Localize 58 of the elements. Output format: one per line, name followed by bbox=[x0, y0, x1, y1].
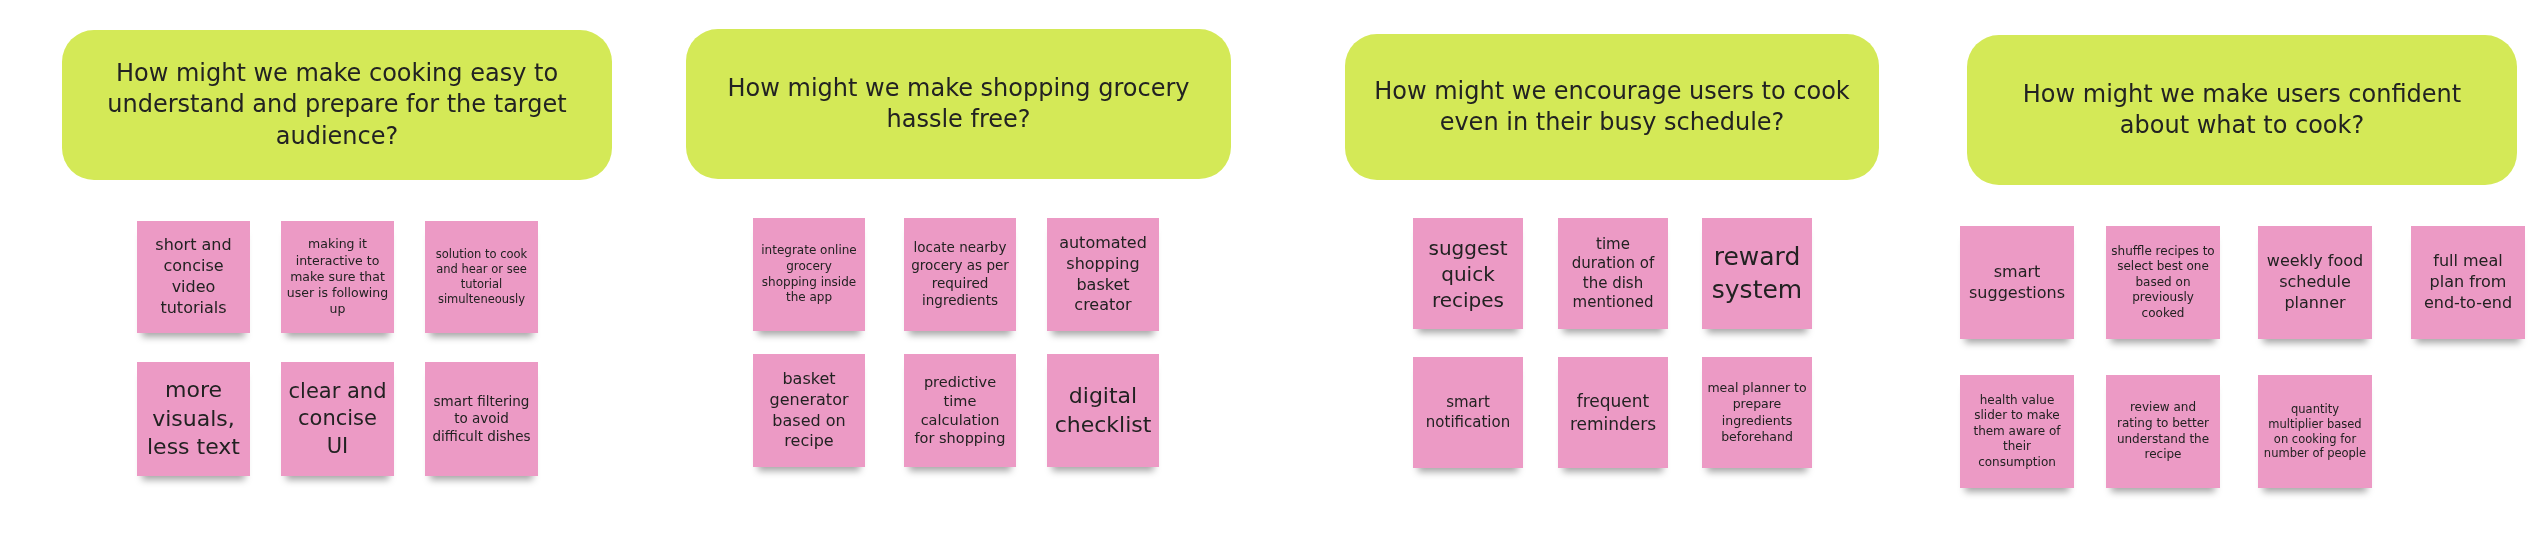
note-text: meal planner to prepare ingredients beforehand bbox=[1707, 380, 1807, 445]
note-text: full meal plan from end-to-end bbox=[2422, 251, 2514, 314]
note-text: reward system bbox=[1710, 241, 1804, 306]
note-text: clear and concise UI bbox=[287, 378, 388, 460]
question-banner bbox=[62, 30, 612, 180]
sticky-note bbox=[2106, 226, 2220, 339]
note-text: digital checklist bbox=[1053, 381, 1153, 439]
note-text: quantity multiplier based on cooking for number of people bbox=[2263, 401, 2367, 462]
sticky-note bbox=[1413, 218, 1523, 329]
note-text: frequent reminders bbox=[1568, 390, 1658, 435]
sticky-note bbox=[1702, 218, 1812, 329]
note-text: suggest quick recipes bbox=[1427, 234, 1509, 313]
sticky-note bbox=[2258, 375, 2372, 488]
sticky-note bbox=[2411, 226, 2525, 339]
sticky-note bbox=[1558, 357, 1668, 468]
sticky-note bbox=[1960, 375, 2074, 488]
note-text: predictive time calculation for shopping bbox=[913, 372, 1007, 449]
question-banner bbox=[1345, 34, 1879, 180]
question-banner bbox=[686, 29, 1231, 179]
sticky-note bbox=[1047, 218, 1159, 331]
question-text: How might we make shopping grocery hassle free? bbox=[726, 72, 1191, 135]
sticky-note bbox=[904, 218, 1016, 331]
question-text: How might we make cooking easy to understand and prepare for the target audience? bbox=[106, 58, 568, 152]
sticky-note bbox=[1047, 354, 1159, 467]
sticky-note bbox=[281, 221, 394, 333]
note-text: smart filtering to avoid difficult dishes bbox=[431, 392, 532, 446]
sticky-note bbox=[1960, 226, 2074, 339]
note-text: short and concise video tutorials bbox=[154, 235, 233, 319]
note-text: health value slider to make them aware of their consumption bbox=[1972, 392, 2062, 471]
note-text: time duration of the dish mentioned bbox=[1570, 234, 1656, 313]
question-banner bbox=[1967, 35, 2517, 185]
sticky-note bbox=[2106, 375, 2220, 488]
sticky-note bbox=[137, 221, 250, 333]
sticky-note bbox=[904, 354, 1016, 467]
note-text: basket generator based on recipe bbox=[768, 368, 850, 453]
sticky-note bbox=[425, 221, 538, 333]
note-text: integrate online grocery shopping inside the app bbox=[760, 243, 858, 306]
note-text: making it interactive to make sure that user is following up bbox=[286, 236, 389, 318]
question-text: How might we make users confident about what to cook? bbox=[2021, 78, 2463, 141]
sticky-note bbox=[1702, 357, 1812, 468]
sticky-note bbox=[753, 354, 865, 467]
sticky-note bbox=[753, 218, 865, 331]
sticky-note bbox=[281, 362, 394, 476]
note-text: shuffle recipes to select best one based on previously cooked bbox=[2111, 243, 2215, 322]
sticky-note bbox=[425, 362, 538, 476]
note-text: solution to cook and hear or see tutorial simulteneously bbox=[434, 247, 529, 307]
sticky-note bbox=[137, 362, 250, 476]
note-text: weekly food schedule planner bbox=[2265, 251, 2365, 314]
sticky-note bbox=[2258, 226, 2372, 339]
note-text: review and rating to better understand the recipe bbox=[2115, 400, 2211, 463]
sticky-note bbox=[1413, 357, 1523, 468]
question-text: How might we encourage users to cook even in their busy schedule? bbox=[1373, 75, 1851, 138]
note-text: smart notification bbox=[1424, 393, 1512, 432]
note-text: automated shopping basket creator bbox=[1058, 232, 1148, 317]
note-text: smart suggestions bbox=[1968, 261, 2066, 304]
note-text: locate nearby grocery as per required ingredients bbox=[910, 239, 1010, 310]
note-text: more visuals, less text bbox=[146, 376, 241, 462]
sticky-note bbox=[1558, 218, 1668, 329]
